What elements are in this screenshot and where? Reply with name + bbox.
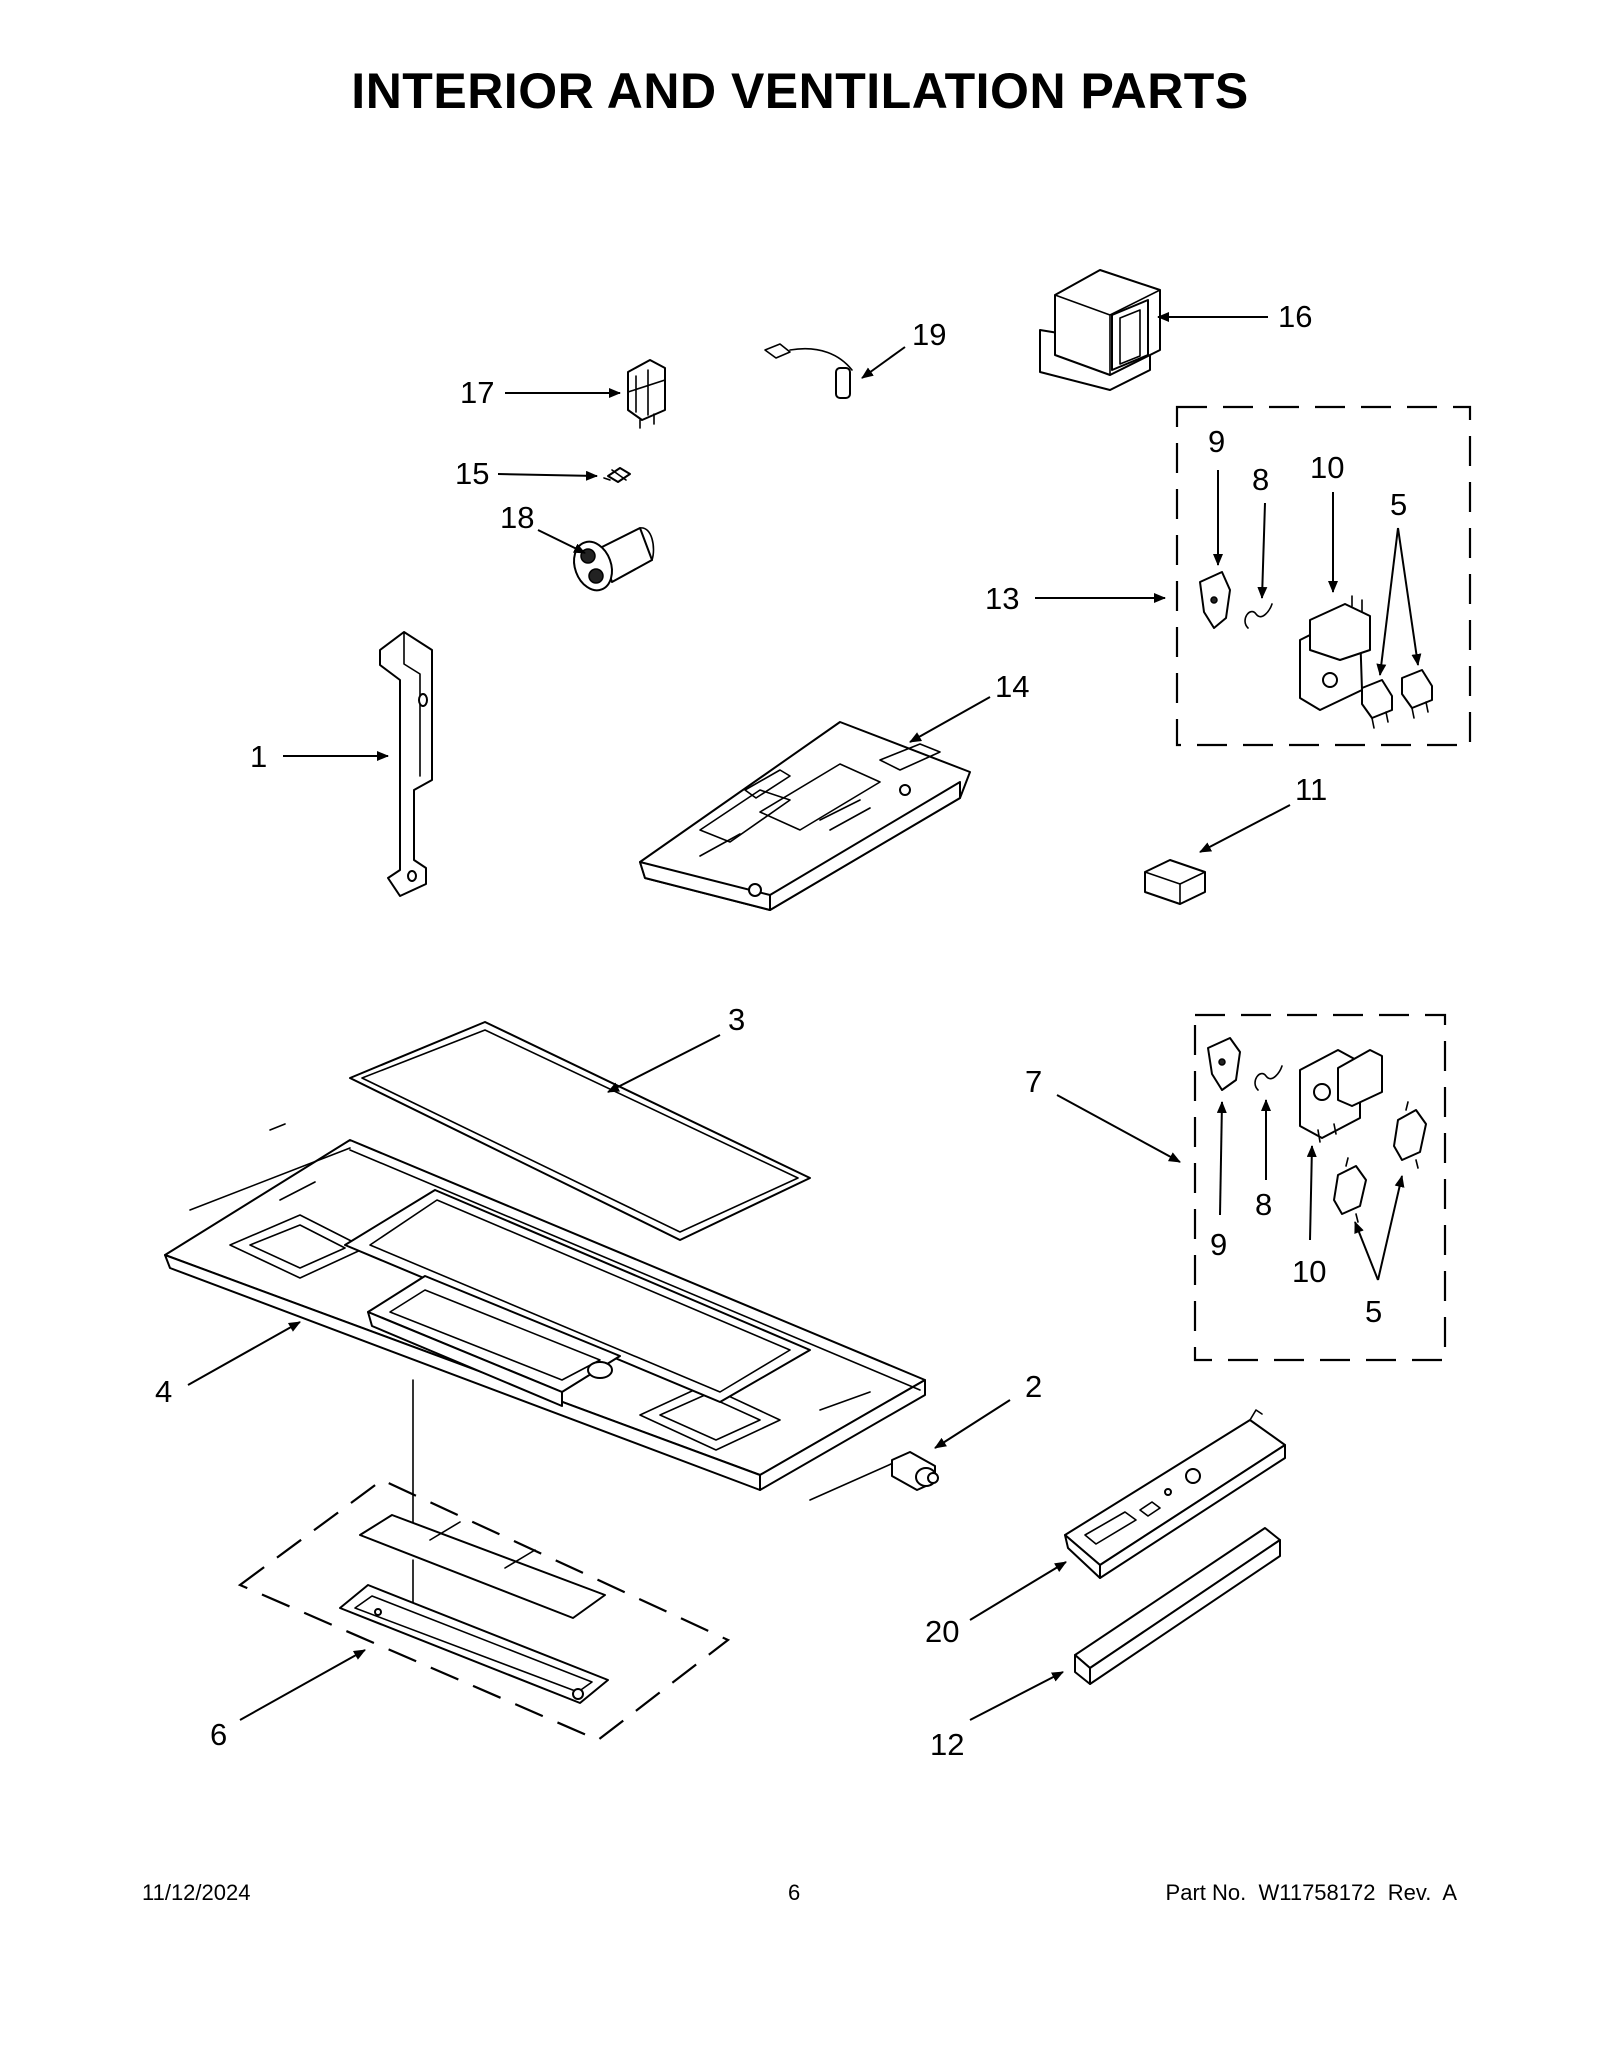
part-6-filter-frame xyxy=(339,1584,609,1704)
callout-20: 20 xyxy=(925,1614,959,1649)
part-9-bracket-lower xyxy=(1207,1037,1241,1091)
footer-date: 11/12/2024 xyxy=(142,1880,251,1905)
part-8-spring-upper xyxy=(1244,603,1273,629)
leader-5-lower-b xyxy=(1377,1175,1405,1281)
leader-3 xyxy=(607,1034,721,1093)
part-17-fuse-holder xyxy=(627,359,666,429)
part-10-latch-lower xyxy=(1299,1049,1383,1143)
leader-11 xyxy=(1199,804,1291,853)
callout-8-lower: 8 xyxy=(1255,1187,1272,1222)
part-5-switch-upper-b xyxy=(1401,669,1433,719)
leader-18 xyxy=(537,529,586,554)
part-15-fuse xyxy=(603,467,631,483)
part-8-spring-lower xyxy=(1254,1065,1283,1091)
leader-15 xyxy=(497,470,598,481)
callout-8-upper: 8 xyxy=(1252,462,1269,497)
part-18-capacitor xyxy=(573,527,655,592)
callout-5-lower: 5 xyxy=(1365,1294,1382,1329)
group-6-boundary xyxy=(237,1478,731,1742)
callout-1: 1 xyxy=(250,739,267,774)
callout-5-upper: 5 xyxy=(1390,487,1407,522)
leader-7 xyxy=(1056,1094,1181,1163)
callout-17: 17 xyxy=(460,375,494,410)
callout-18: 18 xyxy=(500,500,534,535)
part-9-bracket-upper xyxy=(1199,571,1231,629)
part-12-bar xyxy=(1074,1527,1281,1685)
callout-2: 2 xyxy=(1025,1369,1042,1404)
part-2-socket xyxy=(891,1451,939,1491)
leader-5-upper-b xyxy=(1397,527,1422,666)
group-7-boundary xyxy=(1193,1013,1447,1362)
callout-3: 3 xyxy=(728,1002,745,1037)
callout-11: 11 xyxy=(1295,772,1327,807)
part-3-panel xyxy=(349,1021,811,1241)
callout-13: 13 xyxy=(985,581,1019,616)
leader-14 xyxy=(909,696,991,743)
footer-part-number: Part No. W11758172 Rev. A xyxy=(1165,1880,1457,1905)
callout-12: 12 xyxy=(930,1727,964,1762)
part-5-switch-upper-a xyxy=(1361,679,1393,729)
leader-9-lower xyxy=(1216,1101,1227,1216)
callout-9-lower: 9 xyxy=(1210,1227,1227,1262)
leader-2 xyxy=(934,1399,1011,1449)
part-11-block xyxy=(1144,859,1206,905)
callout-15: 15 xyxy=(455,456,489,491)
part-10-latch-upper xyxy=(1299,595,1371,711)
leader-4 xyxy=(187,1321,301,1386)
part-5-switch-lower-b xyxy=(1393,1101,1427,1169)
part-16-transformer xyxy=(1039,269,1161,391)
callout-9-upper: 9 xyxy=(1208,424,1225,459)
leader-5-lower-a xyxy=(1354,1221,1379,1281)
leader-12 xyxy=(969,1671,1064,1721)
leader-8-upper xyxy=(1257,502,1268,599)
part-14-mounting-plate xyxy=(639,721,971,911)
part-1-bracket xyxy=(379,631,433,897)
part-5-switch-lower-a xyxy=(1333,1157,1367,1223)
callout-16: 16 xyxy=(1278,299,1312,334)
leader-19 xyxy=(861,346,906,379)
part-19-wire-harness xyxy=(764,343,853,399)
leader-10-lower xyxy=(1306,1145,1317,1241)
callout-4: 4 xyxy=(155,1374,172,1409)
leader-20 xyxy=(969,1561,1067,1621)
part-20-control-bracket xyxy=(1064,1409,1286,1579)
part-6-filter-insert xyxy=(359,1514,606,1619)
callout-19: 19 xyxy=(912,317,946,352)
callout-7: 7 xyxy=(1025,1064,1042,1099)
callout-10-upper: 10 xyxy=(1310,450,1344,485)
group-13-boundary xyxy=(1175,405,1472,747)
callout-14: 14 xyxy=(995,669,1029,704)
page-title: INTERIOR AND VENTILATION PARTS xyxy=(351,63,1249,119)
leader-6 xyxy=(239,1649,366,1721)
leader-5-upper-a xyxy=(1376,527,1399,676)
part-4-bottom-plate xyxy=(164,1123,926,1501)
footer-page-number: 6 xyxy=(788,1880,801,1905)
callout-6: 6 xyxy=(210,1717,227,1752)
callout-10-lower: 10 xyxy=(1292,1254,1326,1289)
